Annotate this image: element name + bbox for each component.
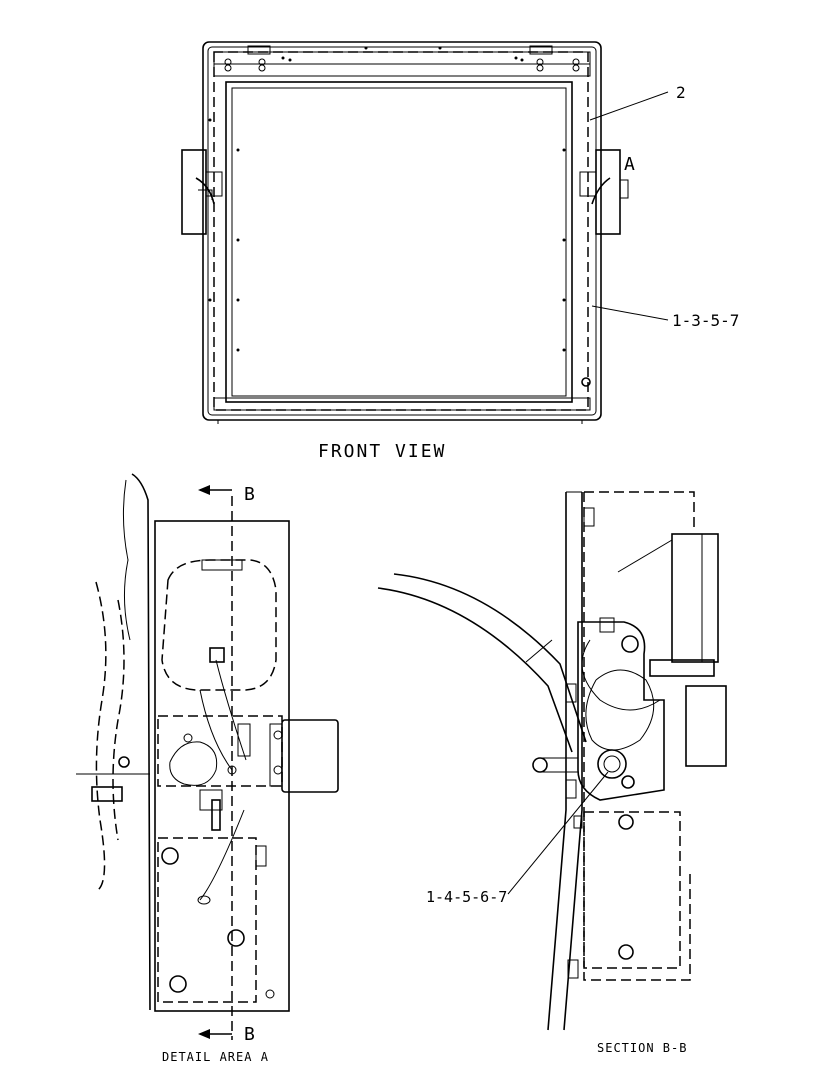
detail-hose-dashed (95, 581, 107, 891)
section-b-b: 1-4-5-6-7 SECTION B-B (377, 491, 727, 1055)
callout-area-a: A (624, 154, 635, 175)
leader-2 (589, 91, 669, 121)
mount-eye (532, 757, 548, 773)
hose-route-dashed (213, 51, 589, 411)
right-bracket (579, 149, 629, 235)
callout-14567: 1-4-5-6-7 (426, 888, 507, 906)
callout-1357: 1-3-5-7 (672, 311, 739, 330)
section-title: SECTION B-B (597, 1041, 687, 1055)
detail-area-a: B B DETAIL AREA A (76, 473, 339, 1064)
valve-body (577, 621, 665, 801)
front-view-title: FRONT VIEW (318, 441, 446, 462)
front-view: 2 A 1-3-5-7 FRONT VIEW (181, 41, 739, 462)
leader-14567 (507, 771, 609, 895)
hose-outer (377, 587, 573, 753)
switch-stack (671, 533, 719, 663)
frame-edge (131, 473, 151, 1011)
callout-2: 2 (676, 83, 686, 102)
section-mark-top: B (244, 484, 255, 505)
section-outline-dashed (584, 491, 695, 532)
hose-inner (393, 573, 587, 743)
switch-housing (281, 719, 339, 793)
left-bracket (181, 149, 223, 235)
hose-clamp (91, 786, 123, 802)
section-mark-bottom: B (244, 1024, 255, 1045)
leader-1357 (591, 305, 669, 321)
detail-title: DETAIL AREA A (162, 1050, 269, 1064)
section-lower-plate (583, 811, 681, 969)
reservoir-dashed (161, 559, 277, 691)
lower-plate-dashed (157, 837, 257, 1003)
outer-frame (202, 41, 602, 421)
drain-fitting (581, 377, 591, 387)
fitting-ring (597, 749, 627, 779)
top-fittings (224, 45, 580, 72)
wall-fasteners (565, 507, 595, 979)
bracket-plate (154, 520, 290, 1012)
frame-wall (563, 492, 583, 1031)
fastener-dots (208, 118, 566, 352)
radiator-core (225, 81, 573, 403)
